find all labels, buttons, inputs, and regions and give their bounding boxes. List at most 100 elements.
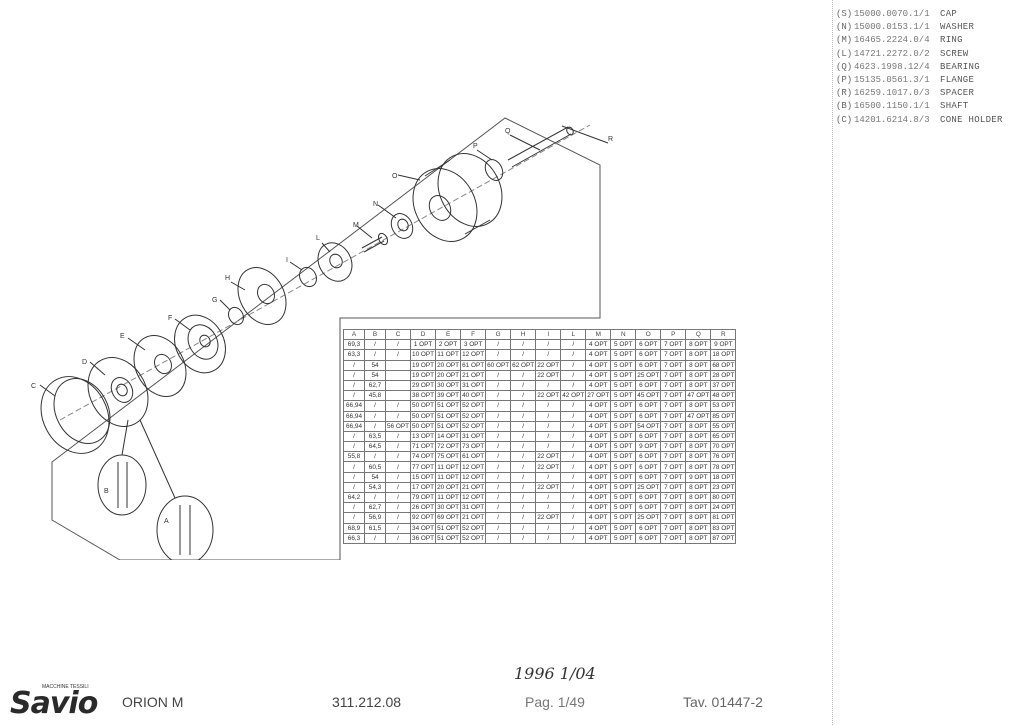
table-cell: / bbox=[535, 379, 562, 392]
table-header-cell: N bbox=[610, 328, 637, 341]
table-cell: 77 OPT bbox=[410, 461, 437, 473]
table-cell: 61 OPT bbox=[460, 451, 487, 463]
label-c: C bbox=[31, 383, 36, 390]
table-cell: 24 OPT bbox=[710, 502, 737, 514]
table-cell: 21 OPT bbox=[460, 481, 487, 494]
table-cell bbox=[384, 369, 412, 381]
table-cell: 5 OPT bbox=[610, 420, 637, 432]
table-cell: 7 OPT bbox=[660, 390, 687, 402]
table-cell: / bbox=[535, 441, 562, 453]
part-g-ring bbox=[228, 306, 244, 326]
part-code: (B) bbox=[836, 101, 853, 112]
table-cell: 7 OPT bbox=[660, 420, 687, 432]
table-cell: 22 OPT bbox=[535, 461, 562, 473]
table-cell: / bbox=[343, 379, 365, 392]
table-cell: 9 OPT bbox=[685, 471, 712, 483]
detail-b bbox=[97, 419, 147, 516]
table-cell: / bbox=[485, 369, 512, 381]
table-cell: 6 OPT bbox=[635, 339, 662, 351]
table-cell: 51 OPT bbox=[435, 400, 462, 412]
table-cell: 83 OPT bbox=[710, 522, 737, 534]
table-cell: 6 OPT bbox=[635, 410, 662, 422]
table-cell: / bbox=[535, 502, 562, 514]
table-cell: 4 OPT bbox=[585, 461, 612, 473]
part-number: 4623.1998.12/4 bbox=[854, 61, 930, 72]
table-cell: 55 OPT bbox=[710, 420, 737, 432]
table-cell: 45 OPT bbox=[635, 390, 662, 402]
table-cell: 73 OPT bbox=[460, 441, 487, 453]
table-cell: 6 OPT bbox=[635, 400, 662, 412]
table-cell: 52 OPT bbox=[460, 400, 487, 412]
table-cell: 8 OPT bbox=[685, 359, 712, 371]
table-cell: 8 OPT bbox=[685, 491, 712, 504]
table-header-cell: B bbox=[364, 328, 386, 341]
table-cell: 63,3 bbox=[343, 349, 365, 361]
table-cell: 66,94 bbox=[343, 420, 365, 432]
table-cell: / bbox=[384, 502, 412, 514]
table-cell: / bbox=[535, 400, 562, 412]
part-number: 15135.0561.3/1 bbox=[854, 75, 930, 86]
table-cell: 4 OPT bbox=[585, 512, 612, 524]
table-cell: 5 OPT bbox=[610, 471, 637, 483]
table-cell: / bbox=[343, 359, 365, 371]
table-cell: 18 OPT bbox=[710, 349, 737, 361]
table-cell: 11 OPT bbox=[435, 461, 462, 473]
part-description: SPACER bbox=[940, 88, 975, 99]
table-cell: / bbox=[384, 461, 412, 473]
detail-a bbox=[139, 419, 214, 560]
label-m: M bbox=[353, 222, 359, 229]
table-cell: / bbox=[384, 339, 412, 351]
table-cell: 6 OPT bbox=[635, 349, 662, 361]
table-cell: / bbox=[485, 400, 512, 412]
table-cell: / bbox=[384, 451, 412, 463]
column-divider bbox=[832, 0, 833, 725]
table-cell: / bbox=[510, 339, 537, 351]
table-cell: 7 OPT bbox=[660, 430, 687, 443]
table-cell: 7 OPT bbox=[660, 451, 687, 463]
table-cell: / bbox=[485, 430, 512, 443]
table-cell: / bbox=[384, 441, 412, 453]
part-code: (N) bbox=[836, 22, 853, 33]
table-cell: / bbox=[384, 471, 412, 483]
table-cell: 70 OPT bbox=[710, 441, 737, 453]
table-cell: 27 OPT bbox=[585, 390, 612, 402]
page-number: Pag. 1/49 bbox=[525, 694, 585, 710]
table-cell: 12 OPT bbox=[460, 461, 487, 473]
table-cell: 30 OPT bbox=[435, 379, 462, 392]
table-cell: 85 OPT bbox=[710, 410, 737, 422]
label-g: G bbox=[212, 297, 217, 304]
table-cell: / bbox=[510, 441, 537, 453]
table-cell: 92 OPT bbox=[410, 512, 437, 524]
part-description: SHAFT bbox=[940, 101, 969, 112]
table-cell: 64,2 bbox=[343, 491, 365, 504]
table-cell: 55,8 bbox=[343, 451, 365, 463]
part-number: 14721.2272.0/2 bbox=[854, 48, 930, 59]
table-cell: / bbox=[560, 451, 587, 463]
part-description: WASHER bbox=[940, 22, 975, 33]
table-cell: 12 OPT bbox=[460, 349, 487, 361]
table-cell: / bbox=[560, 339, 587, 351]
table-cell: / bbox=[384, 400, 412, 412]
table-cell: 20 OPT bbox=[435, 359, 462, 371]
table-cell: / bbox=[384, 491, 412, 504]
part-code: (M) bbox=[836, 35, 853, 46]
table-cell: 6 OPT bbox=[635, 451, 662, 463]
table-cell: 31 OPT bbox=[460, 502, 487, 514]
table-header-cell: E bbox=[435, 328, 462, 341]
table-cell: / bbox=[364, 410, 386, 422]
table-cell: 74 OPT bbox=[410, 451, 437, 463]
table-cell: 6 OPT bbox=[635, 359, 662, 371]
table-cell: 4 OPT bbox=[585, 491, 612, 504]
table-cell: 5 OPT bbox=[610, 339, 637, 351]
part-m-screw bbox=[361, 232, 389, 253]
table-cell: / bbox=[510, 461, 537, 473]
table-cell: 4 OPT bbox=[585, 441, 612, 453]
table-header-cell: I bbox=[535, 328, 562, 341]
table-cell: 11 OPT bbox=[435, 471, 462, 483]
table-cell: 6 OPT bbox=[635, 471, 662, 483]
